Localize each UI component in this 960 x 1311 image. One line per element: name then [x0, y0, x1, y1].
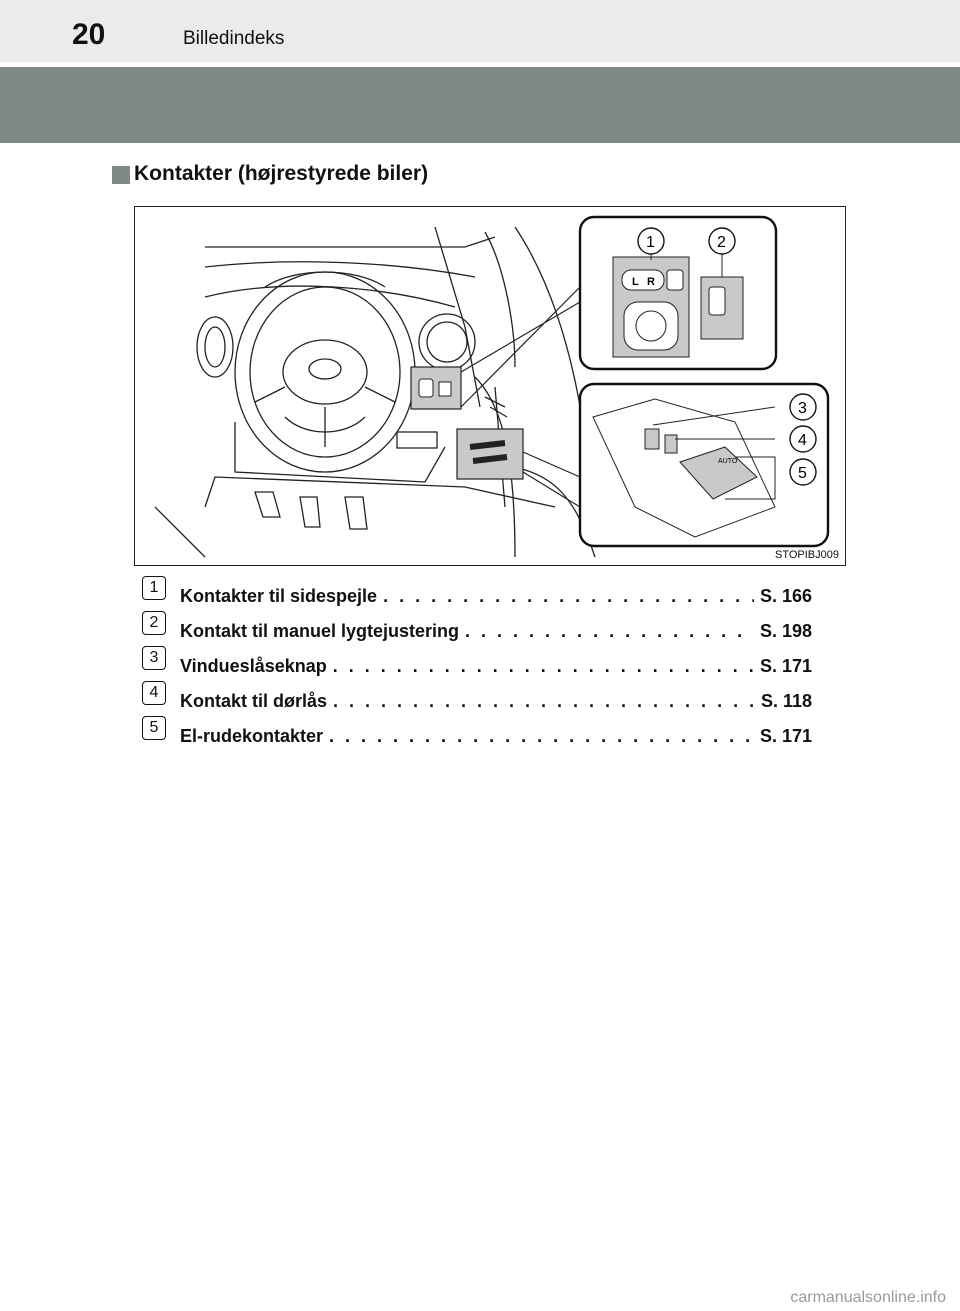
leader-dots: . . . . . . . . . . . . . . . . . . . . …: [383, 585, 754, 606]
item-page-ref: S. 171: [759, 725, 812, 746]
item-page-ref: S. 118: [760, 690, 812, 711]
list-item: 5 El-rudekontakter . . . . . . . . . . .…: [142, 716, 822, 750]
item-label: Vindueslåseknap: [180, 655, 327, 676]
mirror-r-label: R: [647, 276, 655, 288]
list-item: 4 Kontakt til dørlås . . . . . . . . . .…: [142, 681, 822, 715]
callout-4: 4: [798, 432, 807, 449]
item-label: Kontakter til sidespejle: [180, 585, 378, 606]
item-number: 5: [142, 716, 166, 740]
header-strip: [0, 0, 960, 62]
figure-code: STOPIBJ009: [775, 549, 839, 561]
auto-label: AUTO: [718, 458, 738, 465]
heading: Kontakter (højrestyrede biler): [112, 162, 428, 186]
list-item: 1 Kontakter til sidespejle . . . . . . .…: [142, 576, 822, 610]
callout-1: 1: [646, 234, 655, 251]
item-page-ref: S. 198: [759, 620, 812, 641]
leader-dots: . . . . . . . . . . . . . . . . . . . . …: [333, 690, 755, 711]
leader-dots: . . . . . . . . . . . . . . . . . . . . …: [332, 655, 754, 676]
callout-3: 3: [798, 400, 807, 417]
list-item: 2 Kontakt til manuel lygtejustering . . …: [142, 611, 822, 645]
heading-text: Kontakter (højrestyrede biler): [134, 162, 429, 185]
item-number: 2: [142, 611, 166, 635]
leader-dots: . . . . . . . . . . . . . . . . . . . . …: [465, 620, 754, 641]
header-banner: [0, 67, 960, 143]
list-item: 3 Vindueslåseknap . . . . . . . . . . . …: [142, 646, 822, 680]
item-page-ref: S. 166: [759, 585, 812, 606]
page-number: 20: [72, 18, 106, 51]
item-number: 4: [142, 681, 166, 705]
watermark: carmanualsonline.info: [790, 1289, 946, 1306]
callout-2: 2: [717, 234, 726, 251]
item-label: El-rudekontakter: [180, 725, 324, 746]
heading-square-icon: [112, 166, 130, 184]
section-title: Billedindeks: [183, 28, 285, 49]
leader-dots: . . . . . . . . . . . . . . . . . . . . …: [329, 725, 754, 746]
item-number: 1: [142, 576, 166, 600]
item-page-ref: S. 171: [759, 655, 812, 676]
switch-illustration: L R 1 2 AUTO 3 4 5 STOPIBJ009: [134, 206, 846, 566]
callout-5: 5: [798, 465, 807, 482]
dashboard-drawing: L R 1 2 AUTO 3 4 5: [154, 215, 830, 558]
item-label: Kontakt til dørlås: [180, 690, 328, 711]
item-label: Kontakt til manuel lygtejustering: [180, 620, 460, 641]
item-number: 3: [142, 646, 166, 670]
mirror-l-label: L: [632, 276, 639, 288]
